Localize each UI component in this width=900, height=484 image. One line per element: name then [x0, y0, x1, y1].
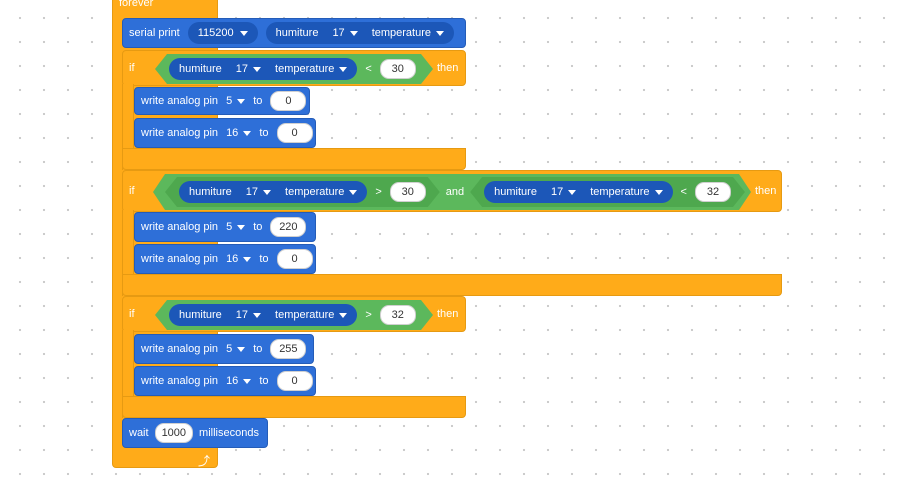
field-dropdown[interactable]: temperature [275, 309, 347, 321]
pin-dropdown[interactable]: 5 [226, 343, 246, 355]
wait-input[interactable]: 1000 [154, 423, 194, 443]
if-block-2-bottom [122, 274, 782, 296]
write-analog-block[interactable]: write analog pin 16 to 0 [134, 118, 316, 148]
write-analog-block[interactable]: write analog pin 5 to 0 [134, 87, 310, 115]
pin-dropdown[interactable]: 17 [236, 63, 261, 75]
operator: > [365, 309, 372, 321]
serial-print-label: serial print [129, 27, 180, 39]
if-label: if [129, 308, 135, 320]
then-label: then [437, 308, 459, 320]
then-label: then [437, 62, 459, 74]
chevron-down-icon [253, 313, 261, 318]
chevron-down-icon [237, 346, 246, 352]
if-block-1-bottom [122, 148, 466, 170]
value-input[interactable]: 0 [276, 123, 313, 143]
chevron-down-icon [239, 30, 248, 36]
serial-print-block[interactable]: serial print 115200 humiture 17 temperat… [122, 18, 466, 48]
chevron-down-icon [436, 30, 444, 36]
value-input[interactable]: 255 [270, 339, 307, 359]
chevron-down-icon [243, 130, 252, 136]
operator: < [365, 63, 372, 75]
chevron-down-icon [568, 190, 576, 195]
condition-compare[interactable]: humiture 17 temperature < 30 [155, 54, 433, 84]
chevron-down-icon [243, 256, 252, 262]
write-analog-block[interactable]: write analog pin 5 to 220 [134, 212, 316, 242]
pin-dropdown[interactable]: 5 [226, 95, 246, 107]
if-block-3-bottom [122, 396, 466, 418]
loop-arrow-icon: ⤴ [198, 454, 211, 468]
chevron-down-icon [339, 67, 347, 72]
field-dropdown[interactable]: temperature [285, 186, 357, 198]
humiture-block[interactable]: humiture 17 temperature [484, 181, 672, 203]
wait-unit: milliseconds [199, 427, 259, 439]
field-dropdown[interactable]: temperature [372, 27, 444, 39]
value-input[interactable]: 32 [695, 182, 731, 202]
chevron-down-icon [237, 224, 246, 230]
forever-label: forever [119, 0, 154, 9]
value-input[interactable]: 0 [276, 371, 313, 391]
pin-dropdown[interactable]: 5 [226, 221, 246, 233]
pin-dropdown[interactable]: 16 [226, 253, 252, 265]
value-input[interactable]: 0 [270, 91, 307, 111]
chevron-down-icon [655, 190, 663, 195]
value-input[interactable]: 30 [380, 59, 416, 79]
field-dropdown[interactable]: temperature [275, 63, 347, 75]
chevron-down-icon [237, 98, 246, 104]
and-label: and [445, 186, 465, 198]
write-analog-block[interactable]: write analog pin 16 to 0 [134, 366, 316, 396]
wait-block[interactable]: wait 1000 milliseconds [122, 418, 268, 448]
baud-dropdown[interactable]: 115200 [187, 22, 258, 44]
write-analog-block[interactable]: write analog pin 16 to 0 [134, 244, 316, 274]
chevron-down-icon [339, 313, 347, 318]
field-dropdown[interactable]: temperature [590, 186, 662, 198]
chevron-down-icon [349, 190, 357, 195]
humiture-block[interactable]: humiture 17 temperature [169, 58, 357, 80]
value-input[interactable]: 30 [390, 182, 426, 202]
humiture-block[interactable]: humiture 17 temperature [265, 22, 454, 44]
chevron-down-icon [263, 190, 271, 195]
if-label: if [129, 62, 135, 74]
humiture-block[interactable]: humiture 17 temperature [169, 304, 357, 326]
operator: < [680, 186, 687, 198]
write-analog-block[interactable]: write analog pin 5 to 255 [134, 334, 314, 364]
pin-dropdown[interactable]: 16 [226, 127, 252, 139]
chevron-down-icon [349, 30, 358, 36]
condition-compare[interactable]: humiture 17 temperature > 30 [165, 177, 440, 207]
pin-dropdown[interactable]: 17 [551, 186, 576, 198]
value-input[interactable]: 32 [380, 305, 416, 325]
humiture-block[interactable]: humiture 17 temperature [179, 181, 367, 203]
operator: > [375, 186, 382, 198]
value-input[interactable]: 220 [270, 217, 307, 237]
value-input[interactable]: 0 [276, 249, 313, 269]
chevron-down-icon [253, 67, 261, 72]
condition-compare[interactable]: humiture 17 temperature > 32 [155, 300, 433, 330]
if-block-2-top[interactable]: if humiture 17 temperature > 30 and humi… [122, 170, 782, 212]
pin-dropdown[interactable]: 17 [332, 27, 358, 39]
chevron-down-icon [243, 378, 252, 384]
condition-and[interactable]: humiture 17 temperature > 30 and humitur… [153, 174, 751, 210]
wait-label: wait [129, 427, 149, 439]
pin-dropdown[interactable]: 16 [226, 375, 252, 387]
condition-compare[interactable]: humiture 17 temperature < 32 [470, 177, 745, 207]
then-label: then [755, 185, 777, 197]
if-block-1-top[interactable]: if humiture 17 temperature < 30 then [122, 50, 466, 86]
if-label: if [129, 185, 135, 197]
pin-dropdown[interactable]: 17 [236, 309, 261, 321]
pin-dropdown[interactable]: 17 [246, 186, 271, 198]
if-block-3-top[interactable]: if humiture 17 temperature > 32 then [122, 296, 466, 332]
